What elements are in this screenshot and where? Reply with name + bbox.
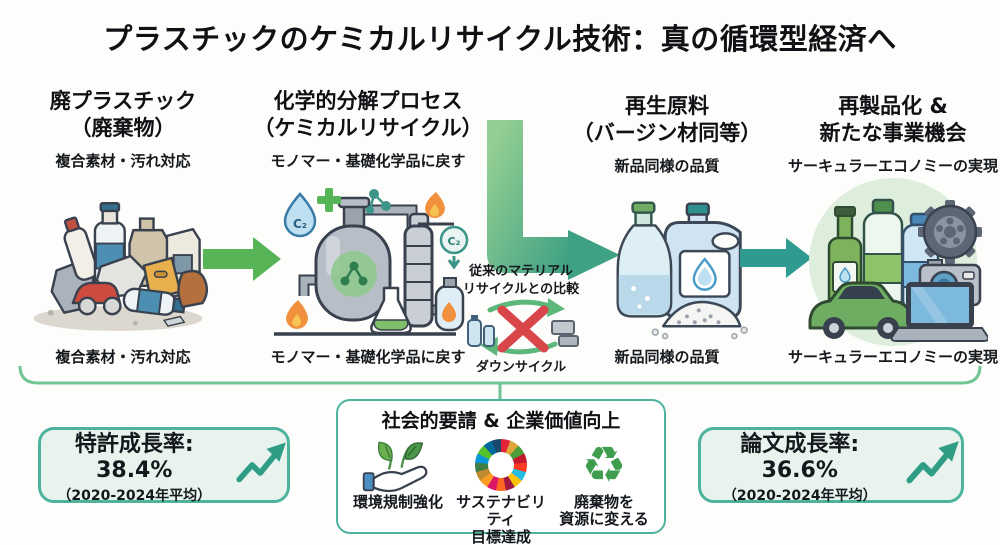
up-trend-arrow-icon [235, 442, 286, 483]
social-item-waste: ♻ 廃棄物を 資源に変える [553, 436, 655, 545]
chemical-reactor-plant-illustration: C₂ C₂ [274, 188, 469, 336]
up-trend-arrow-icon [906, 441, 960, 484]
comparison-note: 従来のマテリアル リサイクルとの比較 [462, 264, 580, 298]
recycle-icon: ♻ [581, 436, 627, 494]
stage-1-caption: 複合素材・汚れ対応 [55, 348, 191, 366]
stage-4-subtitle: サーキュラーエコノミーの実現 [787, 156, 998, 175]
waste-plastic-pile-illustration [33, 202, 209, 331]
paper-growth-period: （2020-2024年平均） [722, 487, 877, 504]
stage-1-heading: 廃プラスチック （廃棄物） [49, 89, 197, 141]
stage-2-subtitle: モノマー・基礎化学品に戻す [270, 151, 466, 170]
stage-3-heading: 再生原料 （バージン材同等） [572, 94, 762, 146]
recycled-material-jug-and-pellets-illustration [616, 201, 748, 340]
svg-text:C₂: C₂ [293, 217, 307, 231]
downcycle-label: ダウンサイクル [475, 360, 567, 375]
patent-growth-stat-box: 特許成長率: 38.4% （2020-2024年平均） [38, 427, 290, 504]
page-title: プラスチックのケミカルリサイクル技術：真の循環型経済へ [103, 22, 897, 56]
stage-2-header: 化学的分解プロセス （ケミカルリサイクル） モノマー・基礎化学品に戻す [244, 88, 492, 171]
stage-1-header: 廃プラスチック （廃棄物） 複合素材・汚れ対応 [14, 88, 232, 171]
laptop-icon [890, 282, 988, 342]
arrow-stage3-to-stage4-icon [740, 238, 812, 278]
social-item-sustainability: サステナビリティ 目標達成 [450, 436, 552, 545]
stage-1-subtitle: 複合素材・汚れ対応 [55, 151, 191, 170]
paper-growth-stat-box: 論文成長率: 36.6% （2020-2024年平均） [698, 427, 964, 504]
social-item-sustainability-label: サステナビリティ 目標達成 [456, 493, 546, 545]
gear-icon [918, 200, 982, 264]
social-box-title: 社会的要請 & 企業価値向上 [381, 410, 621, 432]
social-value-box: 社会的要請 & 企業価値向上 環境規制強化 [336, 399, 666, 545]
stage-2-heading: 化学的分解プロセス （ケミカルリサイクル） [253, 89, 483, 141]
social-item-waste-label: 廃棄物を 資源に変える [559, 493, 649, 529]
stage-3-caption: 新品同様の品質 [614, 348, 720, 366]
sdg-wheel-icon [475, 436, 527, 494]
patent-growth-value: 特許成長率: 38.4% [74, 431, 194, 483]
hand-with-leaves-icon [361, 436, 435, 494]
paper-growth-value: 論文成長率: 36.6% [740, 431, 860, 483]
svg-text:C₂: C₂ [448, 235, 461, 248]
stage-4-header: 再製品化 & 新たな事業機会 サーキュラーエコノミーの実現 [786, 93, 1000, 176]
social-item-regulation: 環境規制強化 [347, 436, 449, 545]
stage-3-subtitle: 新品同様の品質 [614, 156, 720, 175]
patent-growth-period: （2020-2024年平均） [57, 487, 212, 504]
stage-3-header: 再生原料 （バージン材同等） 新品同様の品質 [562, 93, 772, 176]
new-products-bottles-camera-car-laptop-illustration [808, 178, 988, 346]
downcycle-crossed-out-icon [467, 298, 579, 356]
car-icon [808, 281, 914, 339]
elbow-arrow-stage2-to-stage3-icon [487, 120, 620, 280]
social-item-regulation-label: 環境規制強化 [352, 493, 443, 511]
arrow-stage1-to-stage2-icon [203, 237, 281, 281]
stage-2-caption: モノマー・基礎化学品に戻す [270, 348, 466, 366]
stage-4-caption: サーキュラーエコノミーの実現 [787, 348, 998, 366]
stage-4-heading: 再製品化 & 新たな事業機会 [819, 94, 967, 146]
bracket-connector [18, 365, 982, 401]
